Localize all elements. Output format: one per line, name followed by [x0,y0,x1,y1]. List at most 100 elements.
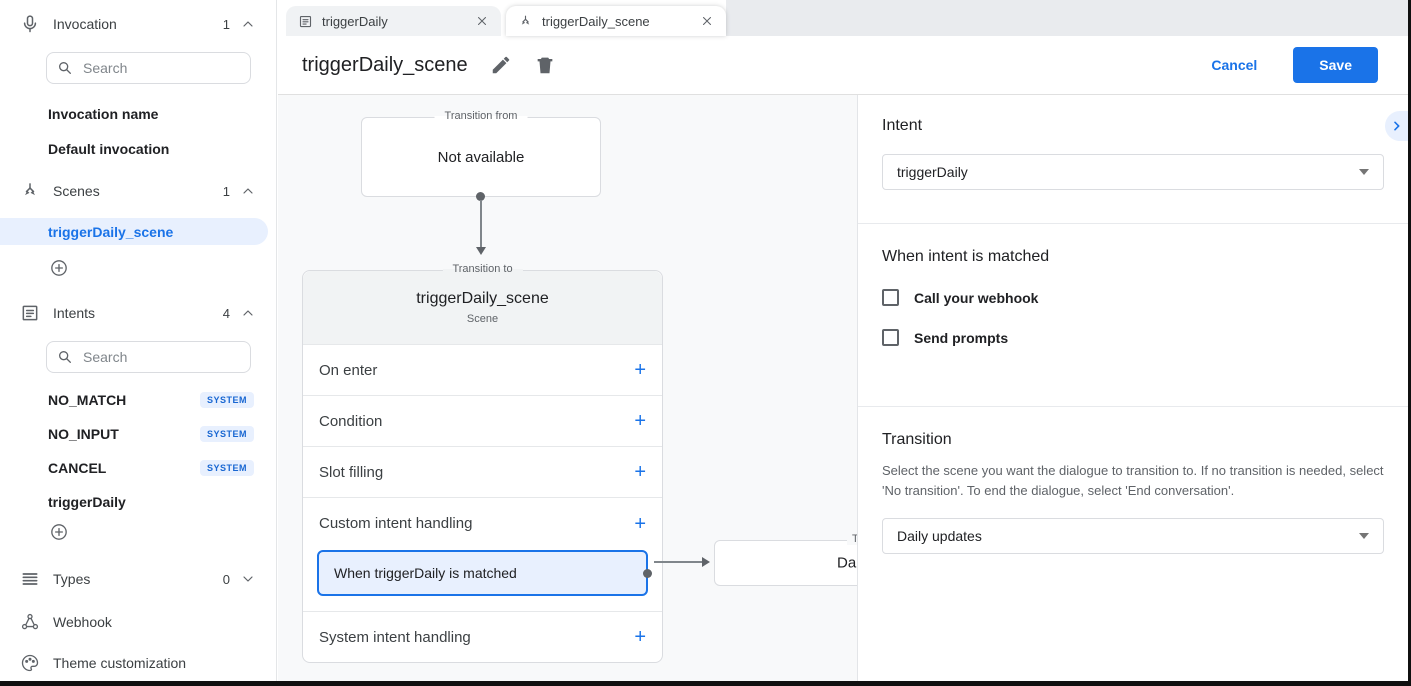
row-label: System intent handling [319,628,471,646]
add-icon[interactable]: + [634,359,646,381]
intents-icon [22,305,38,321]
scene-card-subtitle: Scene [466,313,499,325]
sidebar-section-invocation[interactable]: Invocation 1 [0,11,276,37]
intent-dropdown[interactable]: triggerDaily [882,154,1384,190]
connector-line-horizontal [654,561,704,563]
partial-node-label: Dail [837,554,857,572]
scene-card-title: triggerDaily_scene [416,290,549,307]
page-title: triggerDaily_scene [302,53,468,76]
delete-icon[interactable] [534,54,556,76]
connector-dot [643,568,652,578]
main-area: triggerDaily triggerDaily_scene triggerD… [278,0,1408,681]
sidebar-item-theme-customization[interactable]: Theme customization [0,652,276,674]
scene-row-system-intent-handling[interactable]: System intent handling + [303,611,662,662]
intents-search-input[interactable] [83,349,223,365]
cancel-button[interactable]: Cancel [1211,57,1258,73]
custom-intent-handling-header[interactable]: Custom intent handling + [303,498,662,549]
tab-label: triggerDaily_scene [542,13,650,29]
add-icon[interactable]: + [634,461,646,483]
intent-dropdown-value: triggerDaily [897,164,968,180]
chevron-up-icon[interactable] [240,305,256,321]
invocation-search[interactable] [46,52,251,84]
palette-icon [21,654,39,672]
scene-diagram-canvas: Transition from Not available Transition… [278,95,857,681]
invocation-search-input[interactable] [83,60,223,76]
arrowhead-right-icon [702,557,710,567]
search-icon [59,62,71,74]
transition-dropdown[interactable]: Daily updates [882,518,1384,555]
transition-from-legend: Transition from [434,110,528,122]
link-label: Webhook [53,614,112,630]
row-label: Slot filling [319,463,384,481]
panel-section-intent: Intent triggerDaily [858,95,1408,224]
scene-row-on-enter[interactable]: On enter + [303,344,662,395]
intent-handler-card-selected[interactable]: When triggerDaily is matched [317,550,652,596]
row-label: Custom intent handling [319,515,473,532]
chevron-up-icon[interactable] [240,183,256,199]
sidebar-section-scenes[interactable]: Scenes 1 [0,178,276,204]
section-count: 0 [222,571,230,587]
add-icon[interactable]: + [634,410,646,432]
transition-heading: Transition [882,431,952,448]
transition-from-body: Not available [437,148,525,166]
send-prompts-checkbox[interactable] [882,329,899,346]
sidebar-item-no-input[interactable]: NO_INPUT SYSTEM [0,425,276,442]
section-count: 1 [222,183,230,199]
search-icon [59,351,71,363]
handler-label: When triggerDaily is matched [334,565,517,581]
chevron-right-icon [1394,121,1400,131]
sidebar-item-triggerdaily[interactable]: triggerDaily [0,494,276,510]
intent-label: NO_INPUT [48,425,119,442]
chevron-down-icon[interactable] [240,571,256,587]
sidebar-item-cancel[interactable]: CANCEL SYSTEM [0,459,276,476]
sidebar-item-invocation-name[interactable]: Invocation name [48,106,159,122]
call-webhook-option[interactable]: Call your webhook [882,289,1384,306]
sidebar-item-no-match[interactable]: NO_MATCH SYSTEM [0,391,276,408]
arrowhead-down-icon [476,247,486,255]
collapse-panel-button[interactable] [1385,111,1408,141]
add-icon[interactable]: + [634,512,646,535]
scene-row-condition[interactable]: Condition + [303,395,662,446]
intent-label: CANCEL [48,459,107,476]
add-icon[interactable]: + [634,626,646,648]
page-header: triggerDaily_scene Cancel Save [278,36,1408,95]
checkbox-label: Send prompts [914,329,1009,346]
tab-triggerdaily-scene[interactable]: triggerDaily_scene [506,6,726,36]
transition-from-node: Transition from Not available [361,110,601,197]
add-scene-icon[interactable] [49,258,69,278]
tab-triggerdaily[interactable]: triggerDaily [286,6,501,36]
link-label: Theme customization [53,655,187,671]
save-button[interactable]: Save [1293,47,1378,83]
call-webhook-checkbox[interactable] [882,289,899,306]
sidebar-item-default-invocation[interactable]: Default invocation [48,141,170,157]
system-badge: SYSTEM [199,459,254,476]
close-icon[interactable] [475,14,489,28]
send-prompts-option[interactable]: Send prompts [882,329,1384,346]
section-label: Scenes [53,183,100,199]
scene-row-slot-filling[interactable]: Slot filling + [303,446,662,497]
section-count: 1 [222,16,230,32]
sidebar: Invocation 1 Invocation name Default inv… [0,0,277,681]
section-label: Invocation [53,16,117,32]
sidebar-section-types[interactable]: Types 0 [0,566,276,592]
row-label: On enter [319,361,378,379]
tab-strip-background [726,0,1408,36]
edit-icon[interactable] [490,54,512,76]
daily-updates-node-partial[interactable]: Tr Dail [714,533,857,586]
system-badge: SYSTEM [199,391,254,408]
intent-icon [299,15,312,27]
intent-label: NO_MATCH [48,391,127,408]
sidebar-item-triggerdaily-scene[interactable]: triggerDaily_scene [0,218,268,245]
sidebar-section-intents[interactable]: Intents 4 [0,300,276,326]
sidebar-item-webhook[interactable]: Webhook [0,611,276,633]
panel-section-when-matched: When intent is matched Call your webhook… [858,224,1408,407]
add-intent-icon[interactable] [49,522,69,542]
chevron-up-icon[interactable] [240,16,256,32]
transition-description: Select the scene you want the dialogue t… [882,463,1384,499]
dropdown-caret-icon [1359,169,1369,175]
close-icon[interactable] [700,14,714,28]
intents-search[interactable] [46,341,251,373]
when-matched-heading: When intent is matched [882,248,1050,265]
tab-bar: triggerDaily triggerDaily_scene [278,0,1408,36]
